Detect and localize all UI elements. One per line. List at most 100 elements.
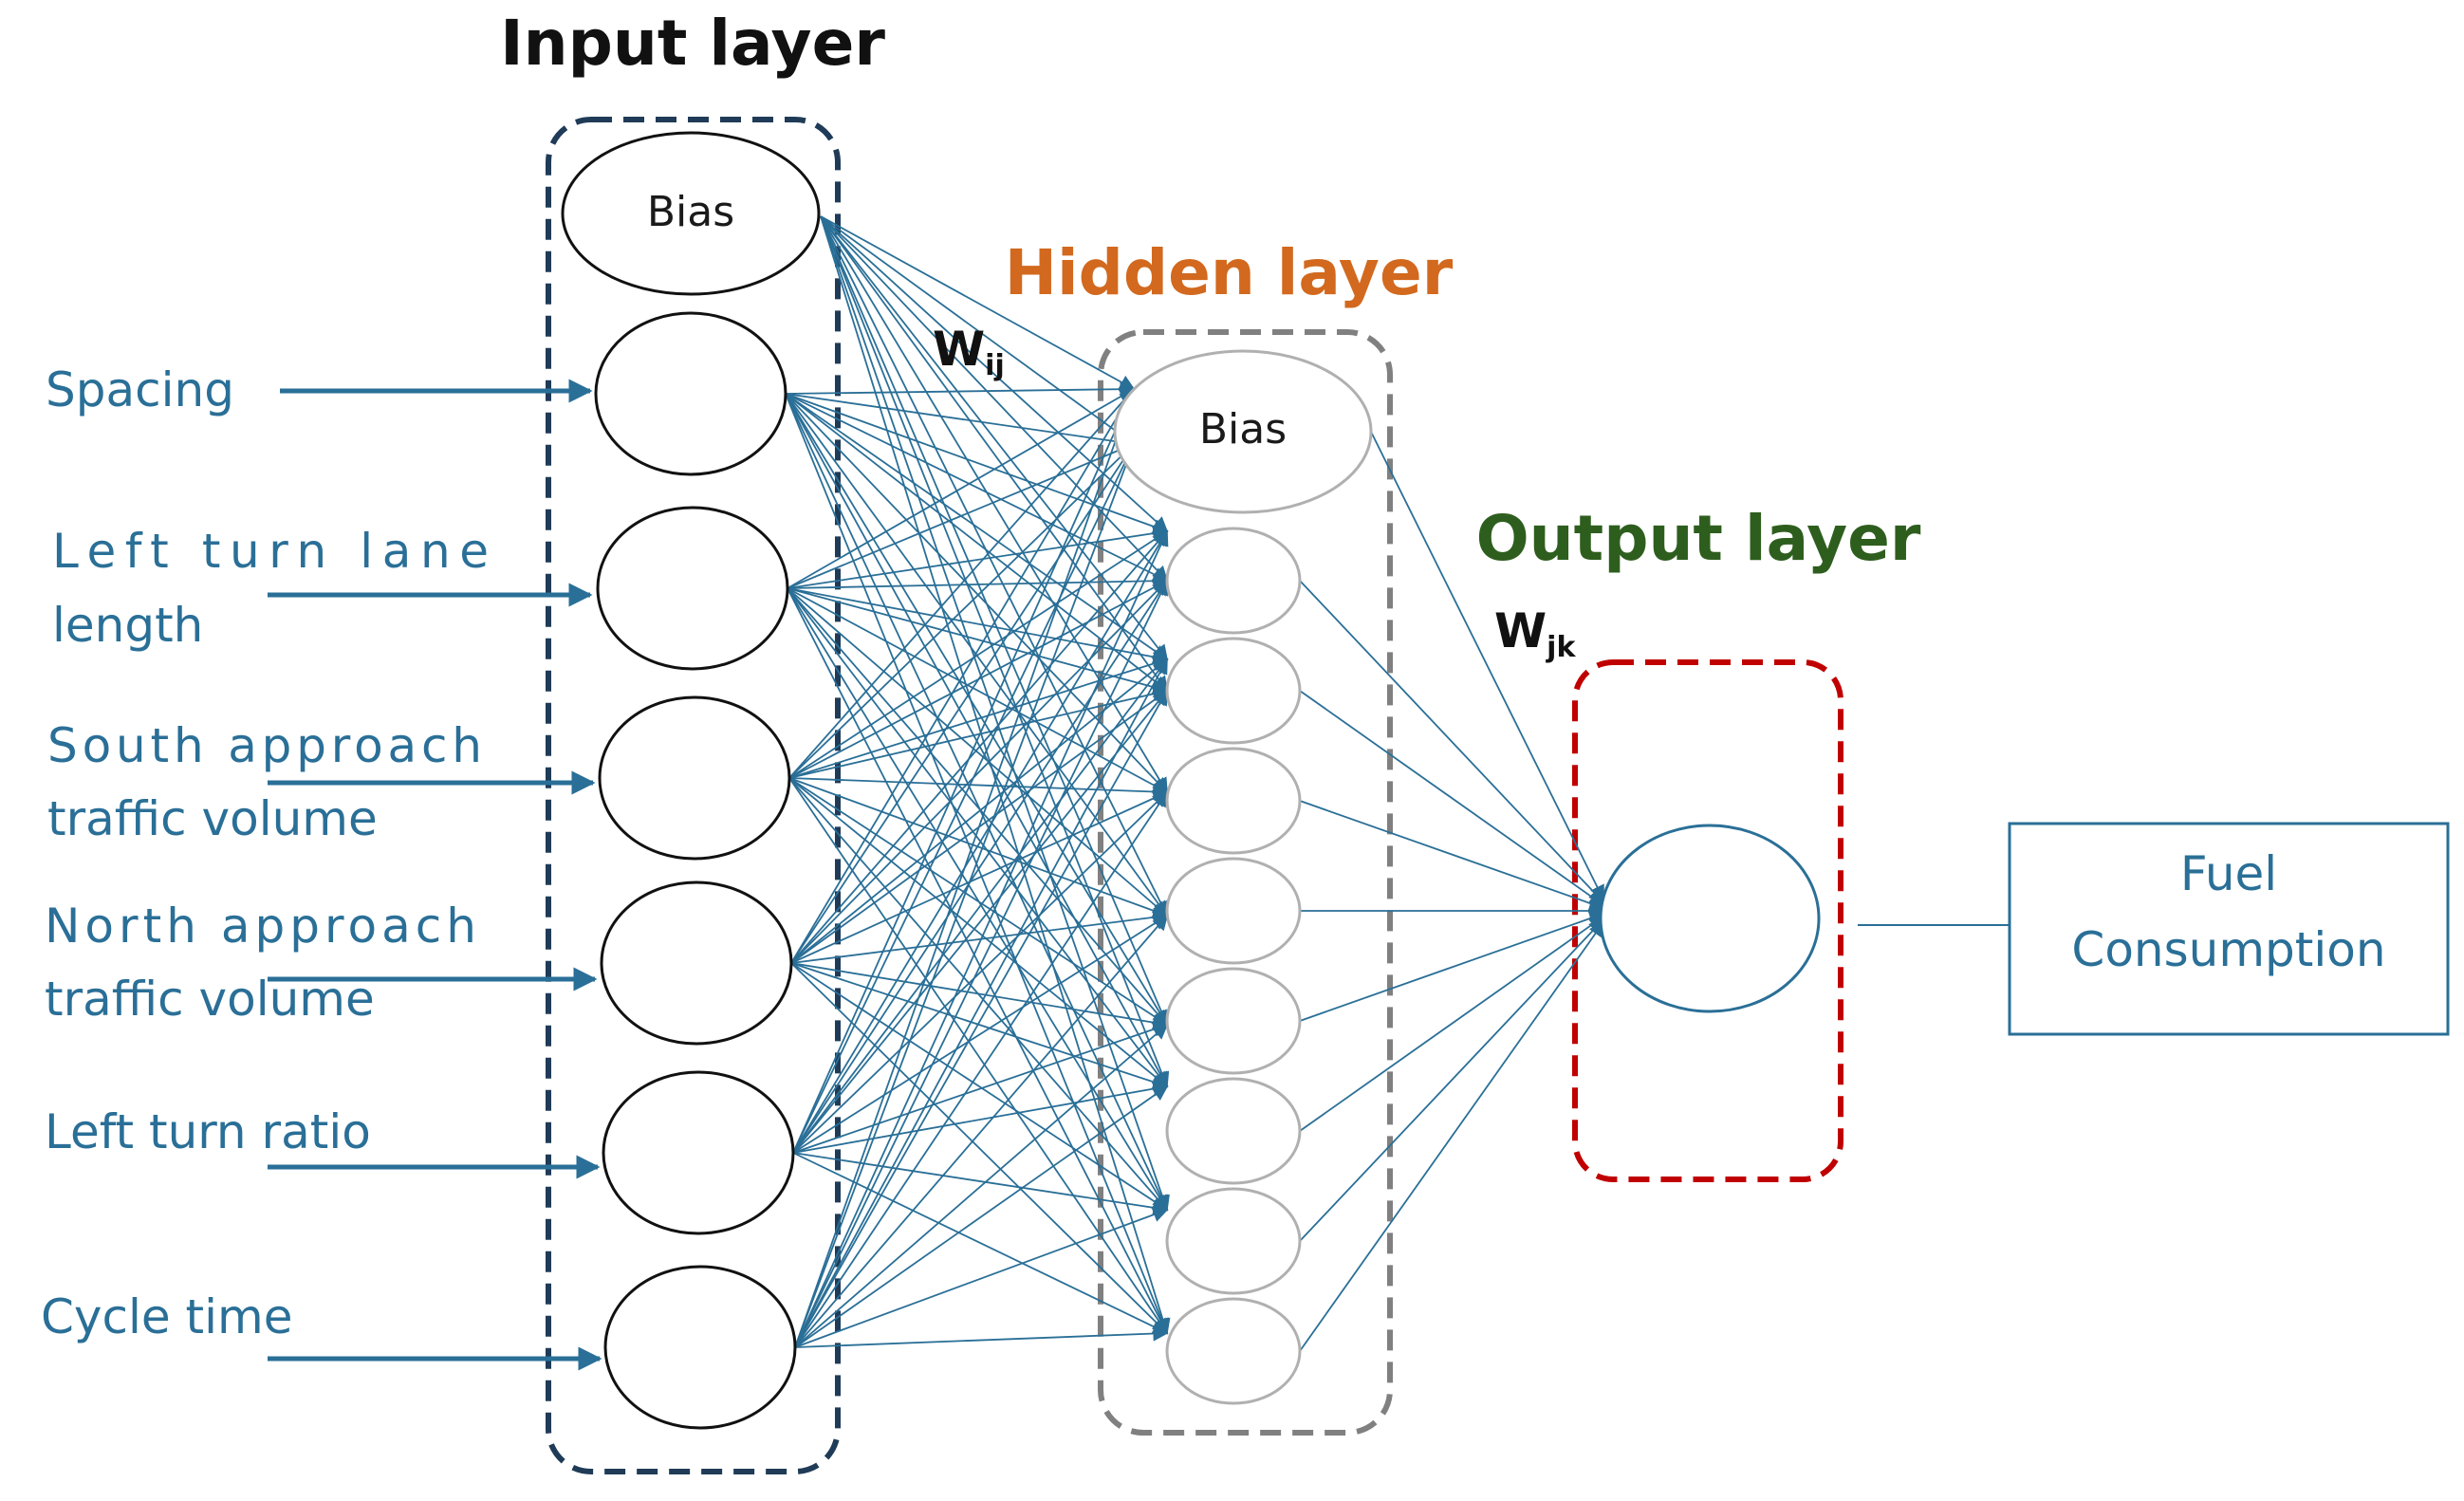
input-label-left-turn-ratio: Left turn ratio (45, 1104, 371, 1159)
weight-link-ih-75 (794, 529, 1169, 1348)
weight-link-ih-58 (790, 962, 1169, 1090)
weight-link-ho-2 (1299, 580, 1605, 904)
weight-link-ih-14 (785, 393, 1136, 450)
weight-link-ih-84 (794, 1325, 1169, 1348)
output-node (1599, 824, 1821, 1013)
weight-link-ih-82 (794, 1085, 1169, 1348)
weight-link-ih-7 (820, 215, 1168, 794)
weight-link-ih-8 (820, 215, 1168, 917)
weight-link-ih-25 (787, 388, 1136, 589)
hidden-bias-label: Bias (1199, 405, 1287, 454)
hidden-node-5 (1165, 967, 1302, 1075)
hidden-node-1 (1165, 527, 1302, 635)
input-label-north-approach-line-1: North approach (45, 899, 476, 954)
input-bias-node (561, 131, 821, 296)
weight-link-ih-72 (792, 1152, 1169, 1334)
weight-link-ih-74 (794, 442, 1137, 1348)
input-node-2 (596, 506, 789, 671)
weight-link-ih-70 (792, 1081, 1169, 1154)
weight-link-ih-50 (790, 442, 1135, 964)
weight-link-ih-57 (790, 962, 1169, 1030)
weight-link-ih-77 (794, 658, 1168, 1348)
weight-link-ih-38 (788, 442, 1136, 779)
weight-link-ih-73 (794, 387, 1137, 1348)
weight-link-ih-65 (792, 658, 1168, 1154)
weight-wij-label: Wij (933, 322, 1005, 382)
weight-link-ih-49 (790, 387, 1135, 964)
weight-link-ih-10 (820, 215, 1170, 1088)
input-node-3 (598, 695, 791, 861)
weight-link-ih-33 (787, 587, 1169, 1027)
weight-link-ih-62 (792, 442, 1135, 1154)
input-label-cycle-time: Cycle time (41, 1289, 293, 1344)
weight-link-ih-13 (785, 381, 1136, 398)
weight-link-ih-28 (787, 573, 1169, 589)
input-label-south-approach-line-1: South approach (47, 718, 482, 773)
weight-link-ho-4 (1299, 800, 1605, 911)
weight-link-ho-7 (1299, 916, 1605, 1132)
weight-link-ih-81 (794, 1023, 1169, 1348)
weight-link-ih-41 (788, 656, 1169, 779)
weight-link-ih-5 (820, 215, 1168, 661)
output-label-line-1: Fuel (2180, 846, 2277, 901)
input-labels: Spacing Left turn lane length South appr… (41, 362, 489, 1344)
weight-link-ih-1 (820, 215, 1136, 390)
weight-link-ih-52 (790, 579, 1169, 964)
weight-link-ih-71 (792, 1152, 1169, 1215)
weight-link-ih-64 (792, 579, 1168, 1154)
input-nodes: Bias (561, 131, 821, 1430)
weight-link-ih-32 (787, 587, 1169, 917)
weight-link-ih-42 (788, 686, 1169, 779)
weight-link-ih-16 (785, 393, 1169, 582)
input-node-6 (603, 1265, 797, 1430)
output-layer-box (1572, 659, 1843, 1182)
weight-link-ih-12 (820, 215, 1171, 1335)
hidden-layer-box (1098, 329, 1393, 1436)
weight-link-ih-21 (785, 393, 1168, 1027)
weight-link-ih-60 (790, 962, 1169, 1335)
input-node-1 (594, 311, 787, 476)
weight-link-ih-46 (788, 777, 1169, 1088)
input-bias-label: Bias (647, 188, 734, 236)
weight-link-ih-51 (790, 529, 1169, 964)
hidden-node-7 (1165, 1187, 1302, 1295)
weight-link-ih-36 (787, 587, 1168, 1335)
weight-link-ih-34 (787, 587, 1168, 1088)
weight-link-ih-59 (790, 962, 1169, 1211)
input-node-5 (602, 1070, 795, 1235)
weight-link-ho-8 (1299, 917, 1605, 1242)
weight-link-ho-9 (1299, 920, 1604, 1352)
input-label-left-turn-lane-line-1: Left turn lane (52, 524, 489, 579)
weight-link-ih-79 (794, 790, 1168, 1348)
hidden-node-6 (1165, 1077, 1302, 1185)
weight-link-ih-35 (787, 587, 1168, 1212)
weight-link-ih-37 (788, 387, 1136, 779)
weight-link-ih-78 (794, 689, 1168, 1348)
hidden-bias-node (1113, 349, 1373, 514)
hidden-node-2 (1165, 637, 1302, 745)
weight-link-ih-4 (820, 215, 1169, 583)
input-arrows (268, 379, 602, 1371)
weight-link-ih-45 (788, 777, 1169, 1026)
weight-link-ih-63 (792, 529, 1168, 1154)
input-to-hidden-connections (785, 215, 1171, 1348)
weight-link-ih-55 (790, 790, 1169, 964)
weight-link-ih-80 (794, 914, 1169, 1348)
weight-link-ih-26 (787, 442, 1136, 589)
input-layer-title: Input layer (500, 7, 885, 80)
hidden-node-8 (1165, 1297, 1302, 1405)
weight-link-ho-1 (1370, 431, 1604, 901)
weight-link-ih-69 (792, 1022, 1169, 1154)
weight-link-ho-6 (1299, 911, 1605, 1022)
input-label-spacing: Spacing (46, 362, 234, 417)
weight-link-ih-27 (787, 526, 1169, 589)
weight-link-ih-23 (785, 393, 1169, 1212)
weight-link-ih-20 (785, 393, 1168, 917)
weight-link-ih-66 (792, 689, 1169, 1154)
weight-link-ih-43 (788, 777, 1169, 800)
hidden-to-output-connections (1299, 431, 1605, 1352)
hidden-node-3 (1165, 747, 1302, 855)
weight-link-ih-30 (787, 587, 1169, 695)
input-label-left-turn-lane-line-2: length (52, 598, 203, 653)
input-label-south-approach-line-2: traffic volume (47, 791, 378, 846)
